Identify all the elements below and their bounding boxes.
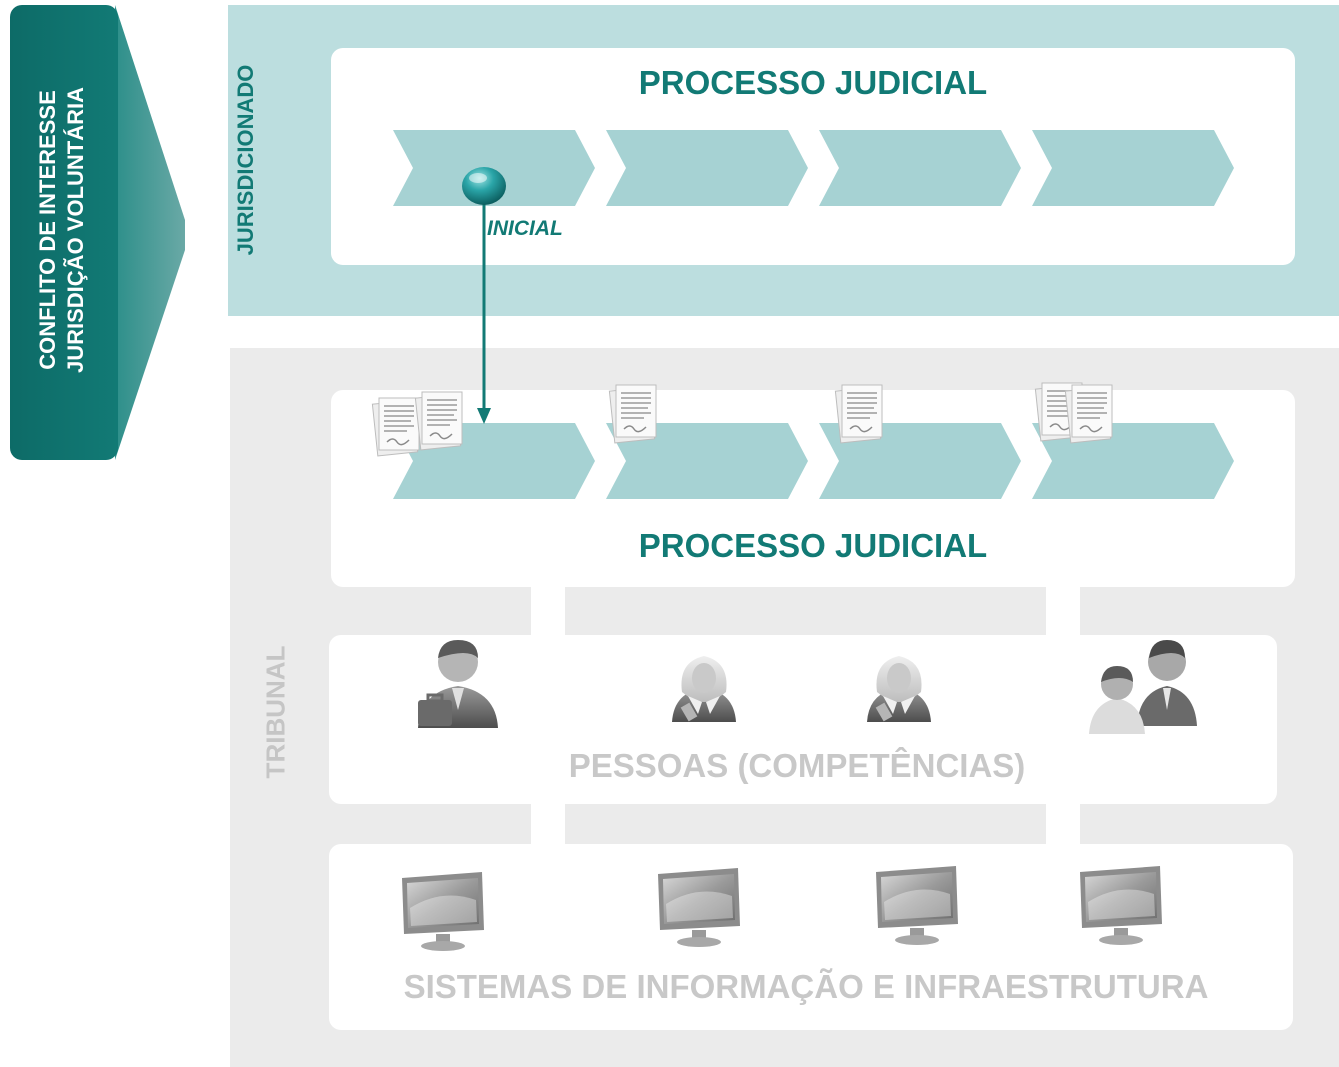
marker-ball-icon [462,167,506,205]
judge-icon [867,656,931,722]
chevron-step-3 [819,130,1021,206]
inicial-arrow [477,192,491,424]
document-stack-icon [371,397,420,457]
tribunal-process-title: PROCESSO JUDICIAL [638,527,988,564]
businessman-briefcase-icon [418,640,498,728]
monitor-icon [402,872,484,951]
document-stack-icon [1064,384,1113,444]
monitor-icon [658,868,740,947]
monitor-icon [876,866,958,945]
connector [531,585,565,637]
inicial-label: INICIAL [487,217,563,240]
connector [1046,585,1080,637]
connector [531,802,565,846]
systems-title: SISTEMAS DE INFORMAÇÃO E INFRAESTRUTURA [403,968,1209,1005]
chevron-step-2 [606,130,808,206]
group-icon [1089,640,1197,734]
chevron-step-1 [393,130,595,206]
document-stack-icon [414,391,463,451]
top-process-title: PROCESSO JUDICIAL [638,64,988,101]
connector [1046,802,1080,846]
left-tab [10,5,185,460]
chevron-step-4 [1032,130,1234,206]
chevron-step-2 [606,423,808,499]
document-stack-icon [608,384,657,444]
document-stack-icon [834,384,883,444]
chevron-step-3 [819,423,1021,499]
top-chevrons [393,130,1234,206]
people-title: PESSOAS (COMPETÊNCIAS) [568,747,1026,784]
judge-icon [672,656,736,722]
monitor-icon [1080,866,1162,945]
left-tab-shape [10,5,185,460]
